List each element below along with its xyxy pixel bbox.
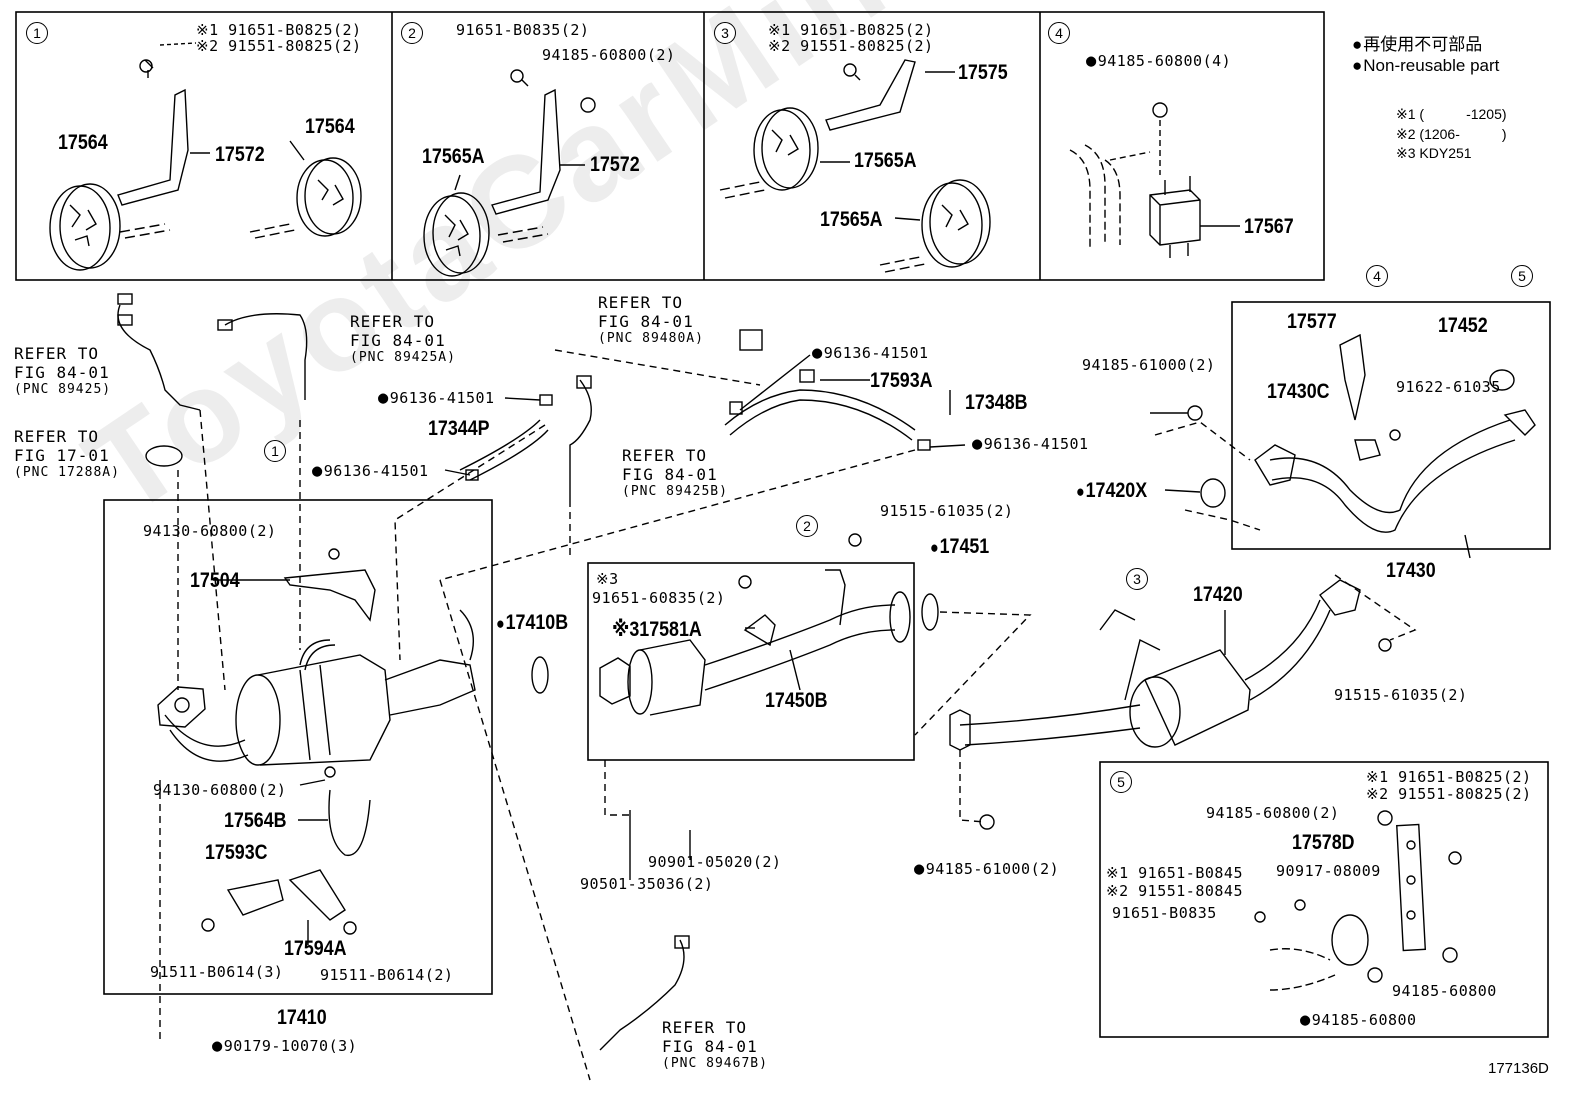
callout-4[interactable]: 4 [1366,265,1388,287]
leader-lines [159,349,1417,1081]
part-number[interactable]: 17410 [277,1006,327,1029]
part-label[interactable]: ※1 91651-B0825(2) [768,21,934,39]
panel1-drawing [49,42,362,271]
part-number[interactable]: 17577 [1287,310,1337,333]
part-label[interactable]: 96136-41501 [812,345,929,362]
leader-lines-solid [213,354,1471,945]
part-label[interactable]: 94130-60800(2) [143,522,277,540]
part-label[interactable]: 94185-60800(2) [542,46,676,64]
part-number[interactable]: 17451 [930,536,990,557]
part-label[interactable]: ※1 91651-B0845 [1106,864,1243,882]
panel5-number: 5 [1110,771,1132,793]
part-label[interactable]: ※1 91651-B0825(2) [1366,768,1532,786]
part-number[interactable]: 17567 [1244,215,1294,238]
part-label[interactable]: 91511-B0614(3) [150,963,284,981]
part-label[interactable]: 96136-41501 [972,436,1089,453]
part-number[interactable]: 17348B [965,391,1028,414]
callout-2[interactable]: 2 [796,515,818,537]
legend-note: ※1 ( -1205) [1396,106,1507,122]
part-label[interactable]: ※2 91551-80845 [1106,882,1243,900]
panel4-drawing [1069,102,1240,258]
part-label[interactable]: 90917-08009 [1276,862,1381,880]
part-label[interactable]: 94185-61000(2) [1082,356,1216,374]
part-number[interactable]: 17452 [1438,314,1488,337]
part-number[interactable]: 17572 [215,143,265,166]
part-number[interactable]: 17564 [58,131,108,154]
part-number[interactable]: 17575 [958,61,1008,84]
part-number[interactable]: 17344P [428,417,490,440]
panel5-drawing [1254,810,1462,991]
part-number[interactable]: 17430 [1386,559,1436,582]
part-number[interactable]: 17594A [284,937,347,960]
part-label[interactable]: 94185-60800 [1392,982,1497,1000]
part-number[interactable]: 17593C [205,841,268,864]
part-number[interactable]: 17565A [820,208,883,231]
legend-note: ※3 KDY251 [1396,145,1472,161]
part-number[interactable]: 17450B [765,689,828,712]
part-number[interactable]: ※317581A [612,618,702,641]
part-number[interactable]: 17420 [1193,583,1243,606]
muffler-drawing [949,579,1392,830]
part-label[interactable]: 91511-B0614(2) [320,966,454,984]
part-label[interactable]: ※1 91651-B0825(2) [196,21,362,39]
panel3-number: 3 [714,22,736,44]
part-label[interactable]: 94185-60800 [1300,1012,1417,1029]
part-number[interactable]: 17565A [422,145,485,168]
panel4-number: 4 [1048,22,1070,44]
legend-en: Non-reusable part [1352,56,1499,76]
figure-id: 177136D [1488,1060,1549,1077]
part-note: ※3 [596,570,619,588]
callout-1[interactable]: 1 [264,440,286,462]
panel1-number: 1 [26,22,48,44]
part-label[interactable]: ※2 91551-80825(2) [1366,785,1532,803]
legend-note: ※2 (1206- ) [1396,126,1507,142]
part-label[interactable]: ※2 91551-80825(2) [196,37,362,55]
part-label[interactable]: 91651-60835(2) [592,589,726,607]
part-number[interactable]: 17578D [1292,831,1355,854]
legend-jp: 再使用不可部品 [1352,30,1482,55]
part-number[interactable]: 17564 [305,115,355,138]
converter-drawing [157,548,476,935]
callout-3[interactable]: 3 [1126,568,1148,590]
part-label[interactable]: 90901-05020(2) [648,853,782,871]
part-number[interactable]: 17564B [224,809,287,832]
part-label[interactable]: 90179-10070(3) [212,1038,357,1055]
part-label[interactable]: 91622-61035 [1396,378,1501,396]
part-label[interactable]: 91651-B0835(2) [456,21,590,39]
part-label[interactable]: 91515-61035(2) [1334,686,1468,704]
middle-pipe-drawing [531,533,939,716]
part-number[interactable]: 17430C [1267,380,1330,403]
part-label[interactable]: 94130-60800(2) [153,781,287,799]
part-number[interactable]: 17565A [854,149,917,172]
part-label[interactable]: ※2 91551-80825(2) [768,37,934,55]
part-number[interactable]: 17420X [1076,480,1148,501]
part-number[interactable]: 17572 [590,153,640,176]
tailpipe-drawing [1187,333,1536,533]
panel2-drawing [423,69,596,277]
panel3-drawing [719,59,991,273]
callout-5[interactable]: 5 [1511,265,1533,287]
part-label[interactable]: 91515-61035(2) [880,502,1014,520]
part-label[interactable]: 96136-41501 [312,463,429,480]
part-number[interactable]: 17593A [870,369,933,392]
part-label[interactable]: 94185-61000(2) [914,861,1059,878]
part-label[interactable]: 91651-B0835 [1112,904,1217,922]
part-number[interactable]: 17504 [190,569,240,592]
part-label[interactable]: 94185-60800(4) [1086,53,1231,70]
part-label[interactable]: 96136-41501 [378,390,495,407]
part-label[interactable]: 94185-60800(2) [1206,804,1340,822]
part-number[interactable]: 17410B [496,612,569,633]
panel2-number: 2 [401,22,423,44]
part-label[interactable]: 90501-35036(2) [580,875,714,893]
sensors-drawing [117,293,931,1051]
